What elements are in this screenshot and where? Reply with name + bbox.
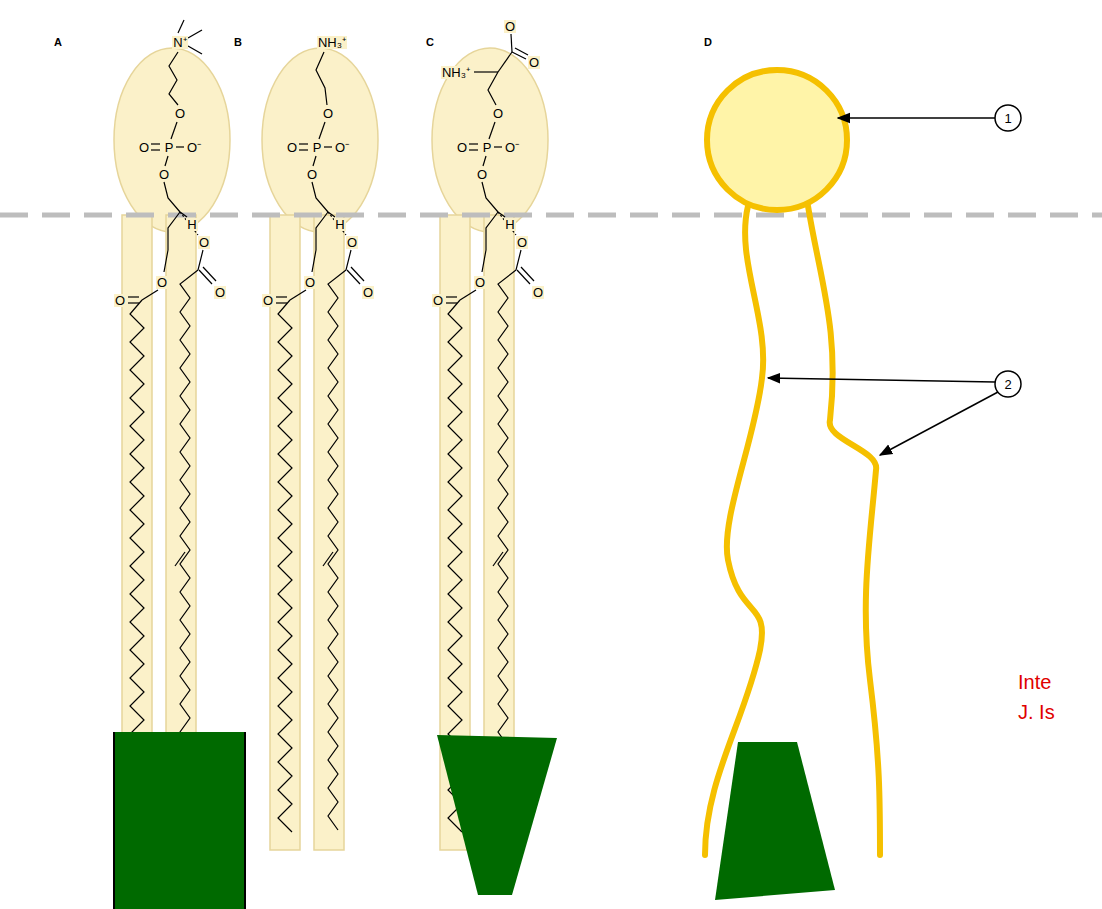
atom-label: O (516, 236, 528, 249)
shape-symbols (113, 732, 835, 909)
atom-label: O (474, 276, 486, 289)
atom-label: O (262, 294, 274, 307)
atom-label: O (322, 107, 334, 120)
chemical-bonds (128, 20, 534, 832)
atom-label: NH₃⁺ (317, 36, 347, 49)
atom-label: O (198, 236, 210, 249)
atom-label: O (346, 236, 358, 249)
atom-label: O (306, 168, 318, 181)
atom-label: O (114, 294, 126, 307)
atom-label: H (504, 218, 515, 231)
atom-label: N⁺ (172, 36, 187, 49)
atom-label: O (528, 56, 540, 69)
atom-label: H (186, 218, 197, 231)
note-text: J. Is (1018, 702, 1055, 722)
atom-label: O (362, 286, 374, 299)
membrane-surface (0, 213, 1102, 218)
atom-label: O⁻ (334, 141, 350, 154)
atom-label: O (174, 107, 186, 120)
atom-label: O (156, 276, 168, 289)
leader-lines (768, 105, 1021, 455)
panel-letter: D (704, 37, 712, 48)
atom-label: O⁻ (504, 141, 520, 154)
atom-label: O (304, 276, 316, 289)
panel-letter: B (234, 37, 242, 48)
atom-label: O (138, 141, 150, 154)
atom-label: P (164, 141, 175, 154)
atom-label: O (456, 141, 468, 154)
atom-label: O (492, 107, 504, 120)
schematic-lipid (705, 70, 880, 855)
atom-label: H (334, 218, 345, 231)
atom-label: O (286, 141, 298, 154)
atom-label: O (158, 168, 170, 181)
atom-label: O (532, 286, 544, 299)
callout-number: 2 (1004, 378, 1011, 391)
atom-label: NH₃⁺ (441, 66, 471, 79)
atom-label: O (504, 20, 516, 33)
atom-label: P (482, 141, 493, 154)
note-text: Inte (1018, 672, 1051, 692)
atom-label: O⁻ (186, 141, 202, 154)
atom-label: O (432, 294, 444, 307)
panel-letter: C (426, 37, 434, 48)
atom-label: O (214, 286, 226, 299)
lipid-outlines (114, 48, 548, 850)
panel-letter: A (54, 37, 62, 48)
atom-label: O (476, 168, 488, 181)
atom-label: P (312, 141, 323, 154)
callout-number: 1 (1004, 112, 1011, 125)
